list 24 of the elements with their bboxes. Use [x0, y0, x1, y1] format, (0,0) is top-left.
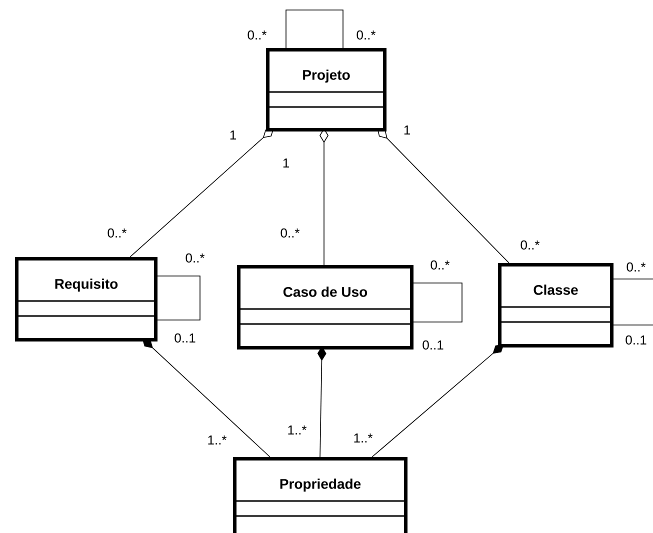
multiplicity-label: 0..* — [186, 253, 205, 263]
multiplicity-label: 0..1 — [174, 333, 196, 343]
multiplicity-label: 1 — [283, 158, 289, 168]
class-box: Classe — [498, 263, 614, 348]
multiplicity-label: 1..* — [208, 436, 227, 444]
multiplicity-label: 0..1 — [422, 340, 444, 350]
class-box: Caso de Uso — [237, 265, 414, 350]
multiplicity-label: 0..* — [108, 228, 127, 238]
multiplicity-label: 1..* — [354, 434, 373, 442]
multiplicity-label: 0..* — [520, 240, 540, 250]
multiplicity-label: 0..* — [280, 228, 300, 238]
multiplicity-label: 1..* — [288, 426, 307, 434]
multiplicity-label: 0..* — [430, 260, 450, 270]
multiplicity-label: 0..* — [626, 262, 646, 272]
multiplicity-label: 0..* — [248, 30, 267, 40]
class-box: Propriedade — [233, 457, 408, 533]
association-line — [372, 344, 504, 458]
multiplicity-label: 1 — [404, 126, 410, 134]
class-box: Projeto — [266, 48, 386, 132]
multiplicity-label: 0..1 — [626, 335, 646, 345]
association-line — [286, 10, 344, 48]
class-box: Requisito — [15, 257, 158, 342]
association-line — [130, 128, 274, 258]
multiplicity-label: 1 — [230, 130, 236, 140]
